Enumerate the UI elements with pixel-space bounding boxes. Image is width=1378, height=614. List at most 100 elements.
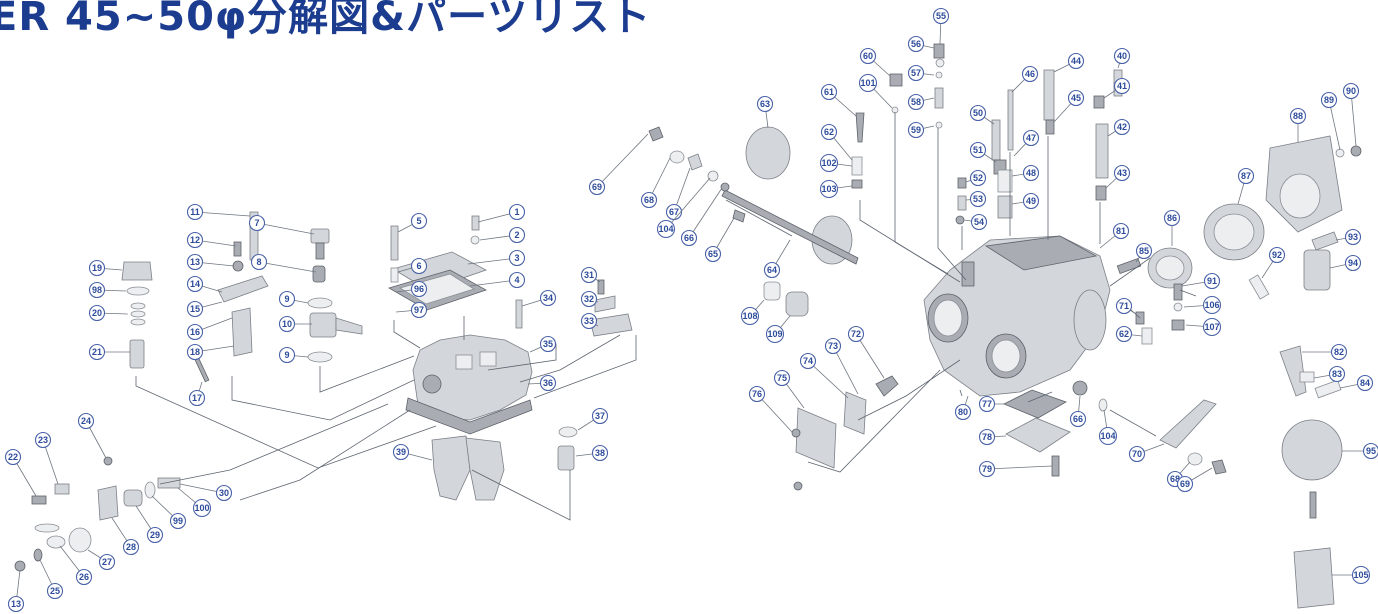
callout-circle <box>656 219 676 239</box>
part-callout-81: 81 <box>1112 222 1130 240</box>
top-body-parts <box>851 43 1123 225</box>
screw-76b <box>793 481 803 491</box>
callout-circle <box>1021 65 1039 83</box>
part-callout-54: 54 <box>970 213 988 231</box>
callout-number: 95 <box>1366 446 1376 456</box>
callout-number: 105 <box>1353 570 1368 580</box>
callout-circle <box>508 249 526 267</box>
spring-108 <box>763 281 781 301</box>
callout-circle <box>1202 295 1222 315</box>
callout-circle <box>1328 365 1346 383</box>
part-callout-53: 53 <box>969 190 987 208</box>
bolt-79 <box>1051 455 1060 477</box>
callout-circle <box>215 484 233 502</box>
callout-circle <box>186 253 204 271</box>
callout-circle <box>978 460 996 478</box>
part-callout-104: 104 <box>656 219 676 239</box>
part-callout-106: 106 <box>1202 295 1222 315</box>
callout-number: 39 <box>396 447 406 457</box>
washer-104b <box>1098 398 1108 412</box>
callout-number: 74 <box>803 356 813 366</box>
washer-66a <box>720 182 730 192</box>
nut-103 <box>851 179 863 189</box>
jet-95-needle <box>1309 491 1317 519</box>
part-callout-105: 105 <box>1351 565 1371 585</box>
screw-60 <box>889 73 903 87</box>
spring-20b <box>130 310 146 318</box>
callout-circle <box>1203 272 1221 290</box>
tube-42 <box>1095 123 1109 179</box>
callout-circle <box>1362 442 1378 460</box>
needle-100 <box>157 477 181 489</box>
part-callout-13: 13 <box>7 595 25 613</box>
part-callout-96: 96 <box>410 280 428 298</box>
callout-leader-104 <box>665 177 711 230</box>
callout-circle <box>819 179 839 199</box>
callout-number: 15 <box>190 304 200 314</box>
part-callout-64: 64 <box>763 261 781 279</box>
callout-number: 23 <box>38 435 48 445</box>
nut-69a <box>648 126 664 142</box>
callout-number: 13 <box>190 257 200 267</box>
callout-circle <box>508 271 526 289</box>
spring-62b <box>1141 327 1153 345</box>
screw-22 <box>31 495 47 505</box>
callout-circle <box>824 337 842 355</box>
callout-leader-90 <box>1350 90 1357 147</box>
part-callout-69: 69 <box>588 178 606 196</box>
callout-number: 77 <box>982 399 992 409</box>
callout-circle <box>539 335 557 353</box>
screw-65 <box>732 209 746 223</box>
washer-68a <box>669 150 685 164</box>
callout-circle <box>146 526 164 544</box>
part-callout-11: 11 <box>186 203 204 221</box>
part-callout-26: 26 <box>75 568 93 586</box>
part-callout-6: 6 <box>410 257 428 275</box>
callout-circle <box>186 275 204 293</box>
callout-number: 72 <box>851 329 861 339</box>
part-callout-16: 16 <box>186 323 204 341</box>
part-callout-73: 73 <box>824 337 842 355</box>
emulsion-44 <box>1043 69 1055 121</box>
callout-circle <box>188 389 206 407</box>
callout-circle <box>907 64 925 82</box>
nut-107 <box>1171 319 1185 331</box>
part-callout-57: 57 <box>907 64 925 82</box>
callout-leader-74 <box>807 360 849 399</box>
callout-number: 87 <box>1241 171 1251 181</box>
callout-number: 3 <box>514 253 519 263</box>
part-callout-43: 43 <box>1113 164 1131 182</box>
callout-number: 45 <box>1071 93 1081 103</box>
callout-circle <box>278 315 296 333</box>
callout-number: 94 <box>1348 258 1358 268</box>
part-callout-32: 32 <box>580 290 598 308</box>
jet-45 <box>1045 119 1055 135</box>
callout-circle <box>46 582 64 600</box>
callout-circle <box>7 595 25 613</box>
part-callout-71: 71 <box>1115 297 1133 315</box>
part-callout-33: 33 <box>580 312 598 330</box>
callout-number: 68 <box>1170 474 1180 484</box>
callout-circle <box>748 385 766 403</box>
part-callout-49: 49 <box>1022 192 1040 210</box>
lever-93 <box>1311 231 1339 251</box>
callout-number: 96 <box>414 284 424 294</box>
callout-circle <box>1112 222 1130 240</box>
part-callout-19: 19 <box>88 259 106 277</box>
part-callout-74: 74 <box>799 352 817 370</box>
part-callout-88: 88 <box>1289 107 1307 125</box>
callout-circle <box>1237 167 1255 185</box>
callout-number: 34 <box>543 293 553 303</box>
part-callout-17: 17 <box>188 389 206 407</box>
callout-number: 65 <box>708 249 718 259</box>
callout-number: 41 <box>1117 81 1127 91</box>
bush-23 <box>54 483 70 495</box>
callout-number: 63 <box>760 99 770 109</box>
callout-number: 53 <box>973 194 983 204</box>
callout-circle <box>1069 410 1087 428</box>
callout-number: 6 <box>416 261 421 271</box>
callout-number: 55 <box>936 11 946 21</box>
callout-circle <box>186 231 204 249</box>
callout-circle <box>978 428 996 446</box>
